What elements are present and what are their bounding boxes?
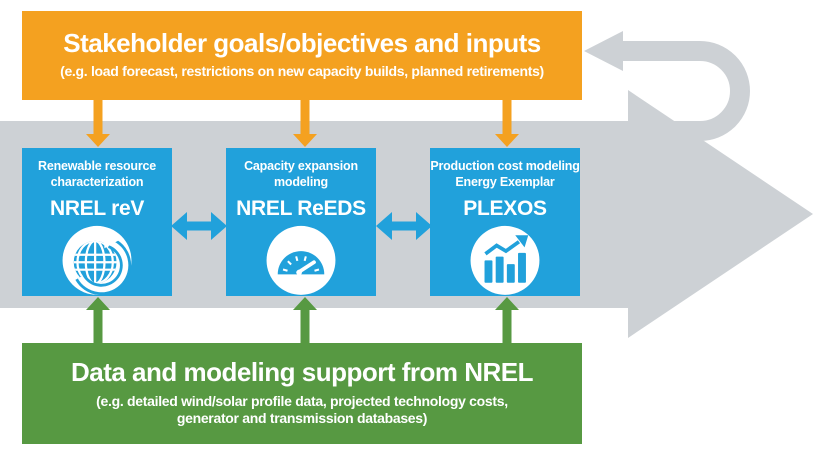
model-role: Renewable resource characterization	[38, 159, 156, 190]
link-arrow-rev-reeds	[171, 212, 227, 240]
model-box-nrel-reeds: Capacity expansion modeling NREL ReEDS	[226, 148, 376, 296]
nrel-support-banner: Data and modeling support from NREL (e.g…	[22, 343, 582, 444]
support-arrow-up-2	[293, 297, 317, 344]
gauge-icon	[266, 226, 336, 296]
input-arrow-down-1	[86, 100, 110, 147]
model-role-line2: Energy Exemplar	[455, 174, 555, 189]
process-flow-arrow	[0, 90, 813, 338]
model-name: NREL reV	[49, 197, 145, 221]
subtitle-line2: generator and transmission databases)	[176, 410, 428, 427]
nrel-support-banner-subtitle: (e.g. detailed wind/solar profile data, …	[96, 393, 508, 428]
input-arrow-down-3	[495, 100, 519, 147]
model-role-line2: characterization	[50, 174, 144, 189]
model-box-nrel-rev: Renewable resource characterization NREL…	[22, 148, 172, 296]
link-arrow-reeds-plexos	[376, 212, 432, 240]
model-role: Production cost modeling Energy Exemplar	[430, 159, 580, 190]
input-arrow-down-2	[293, 100, 317, 147]
model-role-line2: modeling	[274, 174, 328, 189]
model-name: NREL ReEDS	[236, 197, 366, 221]
support-arrow-up-3	[495, 297, 519, 344]
model-role-line1: Production cost modeling	[430, 159, 580, 173]
stakeholder-banner-subtitle: (e.g. load forecast, restrictions on new…	[60, 63, 544, 80]
feedback-loop-arrow	[584, 31, 750, 141]
globe-cycle-icon	[62, 226, 132, 296]
model-role-line1: Capacity expansion	[244, 159, 358, 173]
model-role: Capacity expansion modeling	[244, 159, 358, 190]
subtitle-line1: (e.g. detailed wind/solar profile data, …	[96, 392, 508, 409]
model-box-plexos: Production cost modeling Energy Exemplar…	[430, 148, 580, 296]
bar-chart-trend-icon	[470, 226, 540, 296]
support-arrow-up-1	[86, 297, 110, 344]
model-role-line1: Renewable resource	[38, 159, 156, 173]
nrel-support-banner-title: Data and modeling support from NREL	[70, 357, 534, 388]
stakeholder-banner-title: Stakeholder goals/objectives and inputs	[63, 28, 541, 59]
model-name: PLEXOS	[463, 197, 547, 221]
stakeholder-banner: Stakeholder goals/objectives and inputs …	[22, 11, 582, 100]
